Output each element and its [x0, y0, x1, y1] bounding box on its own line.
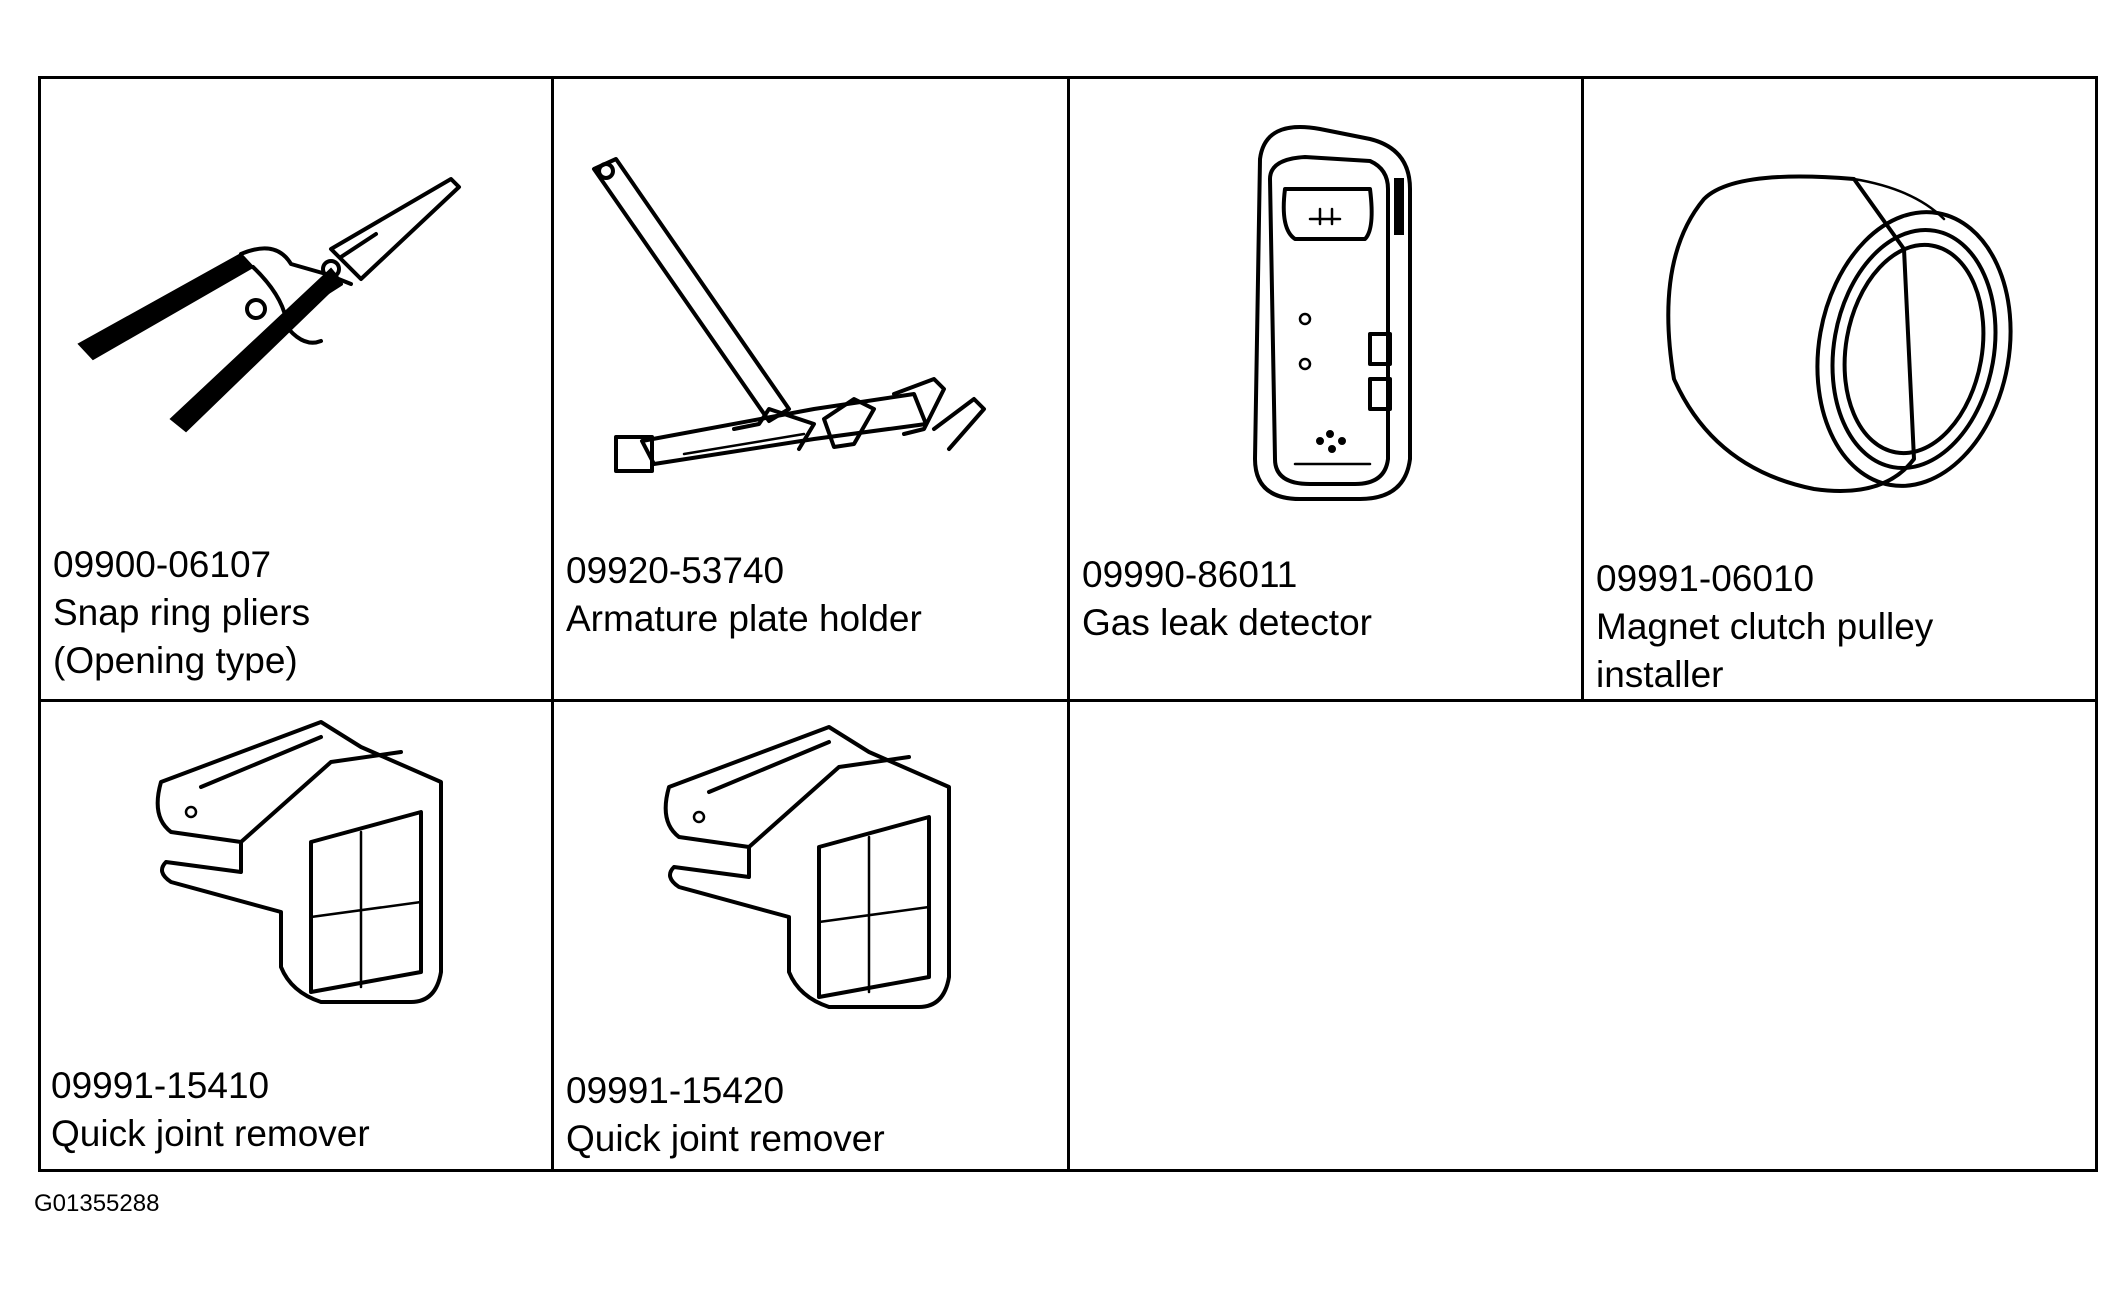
tool-cell: 09991-15410 Quick joint remover: [41, 702, 551, 1172]
tool-table: 09900-06107 Snap ring pliers (Opening ty…: [38, 76, 2098, 1172]
pulley-installer-icon: [1666, 174, 2013, 493]
tool-label: 09991-15410 Quick joint remover: [51, 1062, 370, 1158]
tool-label: 09990-86011 Gas leak detector: [1082, 551, 1372, 647]
part-number: 09991-06010: [1596, 558, 1815, 599]
tool-label: 09920-53740 Armature plate holder: [566, 547, 922, 643]
tool-label: 09991-15420 Quick joint remover: [566, 1067, 885, 1163]
tool-cell: 09920-53740 Armature plate holder: [554, 79, 1067, 699]
tool-name: Armature plate holder: [566, 598, 922, 639]
part-number: 09920-53740: [566, 550, 785, 591]
grid-line: [41, 699, 2095, 702]
tool-name: Quick joint remover: [566, 1118, 885, 1159]
gas-leak-detector-icon: [1253, 125, 1412, 501]
armature-plate-holder-icon: [592, 157, 986, 473]
grid-line: [1581, 79, 1584, 701]
tool-name: Magnet clutch pulley: [1596, 606, 1934, 647]
part-number: 09991-15410: [51, 1065, 270, 1106]
grid-line: [1067, 79, 1070, 1169]
tool-cell: 09900-06107 Snap ring pliers (Opening ty…: [41, 79, 551, 699]
part-number: 09900-06107: [53, 544, 272, 585]
tool-label: 09991-06010 Magnet clutch pulley install…: [1596, 555, 1933, 699]
tool-name: Snap ring pliers: [53, 592, 311, 633]
part-number: 09990-86011: [1082, 554, 1298, 595]
tool-cell: 09991-06010 Magnet clutch pulley install…: [1584, 79, 2095, 699]
figure-id: G01355288: [34, 1190, 160, 1217]
tool-name: Gas leak detector: [1082, 602, 1372, 643]
quick-joint-remover-icon: [155, 720, 443, 1004]
grid-line: [551, 79, 554, 1169]
tool-label: 09900-06107 Snap ring pliers (Opening ty…: [53, 541, 310, 685]
tool-name: Quick joint remover: [51, 1113, 370, 1154]
tool-name: installer: [1596, 654, 1724, 695]
snap-ring-pliers-icon: [77, 177, 461, 433]
part-number: 09991-15420: [566, 1070, 785, 1111]
quick-joint-remover-icon: [663, 725, 951, 1009]
tool-cell: 09991-15420 Quick joint remover: [554, 702, 1067, 1172]
tool-cell: 09990-86011 Gas leak detector: [1070, 79, 1581, 699]
tool-name: (Opening type): [53, 640, 298, 681]
